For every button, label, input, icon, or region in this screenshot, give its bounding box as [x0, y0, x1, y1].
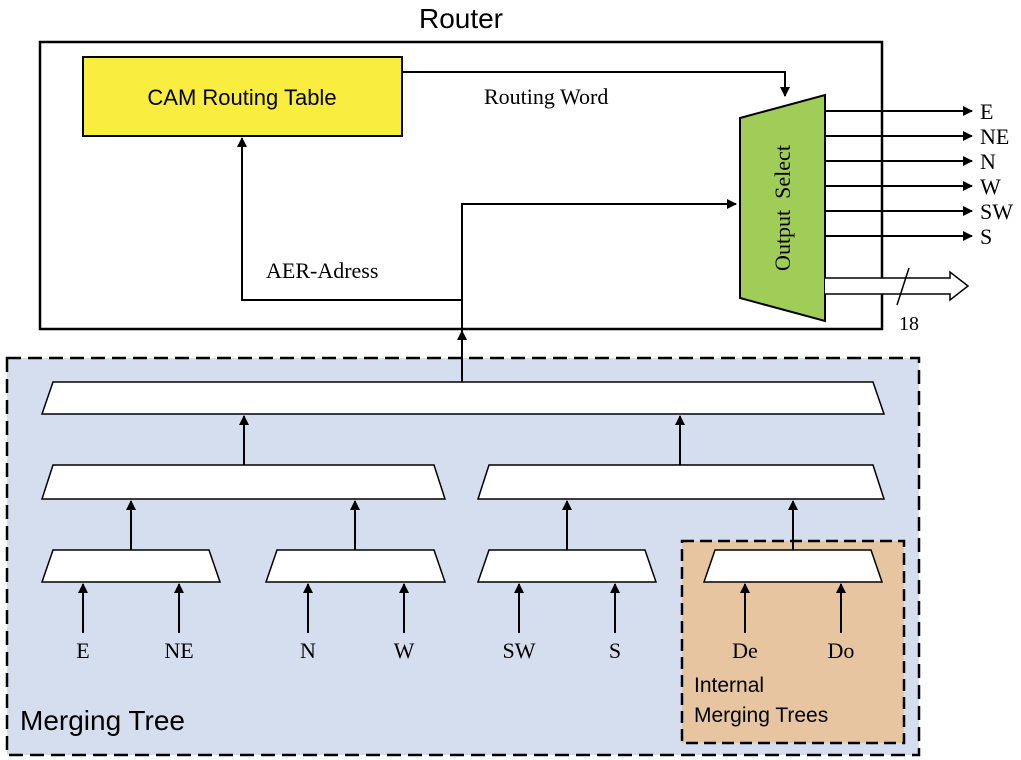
input-label-ne: NE — [164, 638, 193, 663]
output-label-sw: SW — [980, 199, 1013, 224]
merger-top — [40, 381, 886, 415]
bus-width-label: 18 — [899, 313, 919, 335]
merger-sw-s — [476, 549, 658, 583]
bus-output-arrow — [825, 270, 970, 302]
router-title: Router — [419, 3, 503, 34]
data-to-output-select-arrow — [461, 199, 737, 300]
internal-label-line1: Internal — [694, 674, 764, 697]
internal-label-line2: Merging Trees — [694, 704, 828, 727]
merger-e-ne — [40, 549, 222, 583]
input-label-w: W — [394, 638, 415, 663]
output-label-s: S — [980, 224, 992, 249]
merger-n-w — [264, 549, 447, 583]
output-lines — [825, 106, 973, 241]
routing-word-label: Routing Word — [484, 84, 608, 109]
input-label-de: De — [732, 638, 758, 663]
merger-mid-right — [476, 464, 886, 500]
output-label-e: E — [980, 99, 993, 124]
cam-routing-table — [82, 56, 403, 137]
input-label-e: E — [76, 638, 89, 663]
output-select-label: Output Select — [770, 145, 795, 271]
input-label-s: S — [609, 638, 621, 663]
output-select-mux — [739, 93, 826, 323]
output-label-w: W — [980, 174, 1001, 199]
bus-width-slash — [896, 267, 910, 306]
merger-de-do — [702, 549, 884, 583]
merging-tree-label: Merging Tree — [20, 705, 185, 736]
routing-word-arrow — [402, 71, 790, 97]
input-label-do: Do — [828, 638, 855, 663]
output-label-n: N — [980, 149, 996, 174]
merger-mid-left — [40, 464, 447, 500]
aer-address-label: AER-Adress — [266, 258, 378, 283]
input-label-n: N — [300, 638, 316, 663]
cam-routing-table-label: CAM Routing Table — [147, 85, 336, 110]
aer-address-arrow — [237, 137, 462, 301]
output-label-ne: NE — [980, 124, 1009, 149]
input-label-sw: SW — [503, 638, 536, 663]
